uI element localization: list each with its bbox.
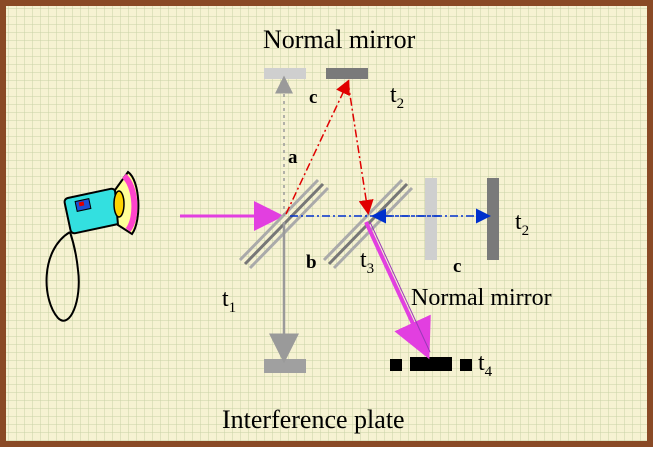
top-mirror-dark [326, 68, 368, 79]
t4-label: t4 [478, 350, 493, 380]
top-mirror-label: Normal mirror [263, 25, 416, 54]
output-beam-inner [369, 221, 431, 353]
speaker-icon [45, 170, 140, 322]
red-path-c [347, 81, 374, 215]
interference-plate [264, 359, 306, 373]
path-c-right-label: c [453, 256, 461, 277]
path-c-top-label: c [309, 87, 317, 108]
plate-label: Interference plate [222, 405, 405, 434]
right-mirror-dark [487, 178, 499, 260]
t3-label: t3 [360, 247, 374, 277]
output-beam [364, 221, 431, 360]
right-mirror-light [425, 178, 437, 260]
right-mirror-label: Normal mirror [411, 285, 552, 311]
t2-top-label: t2 [390, 82, 404, 112]
path-b-label: b [306, 252, 317, 273]
detector-t4 [390, 357, 472, 371]
t2-right-label: t2 [515, 209, 529, 239]
top-mirror-light [264, 68, 306, 79]
path-a-label: a [288, 147, 298, 168]
t1-label: t1 [222, 286, 236, 316]
